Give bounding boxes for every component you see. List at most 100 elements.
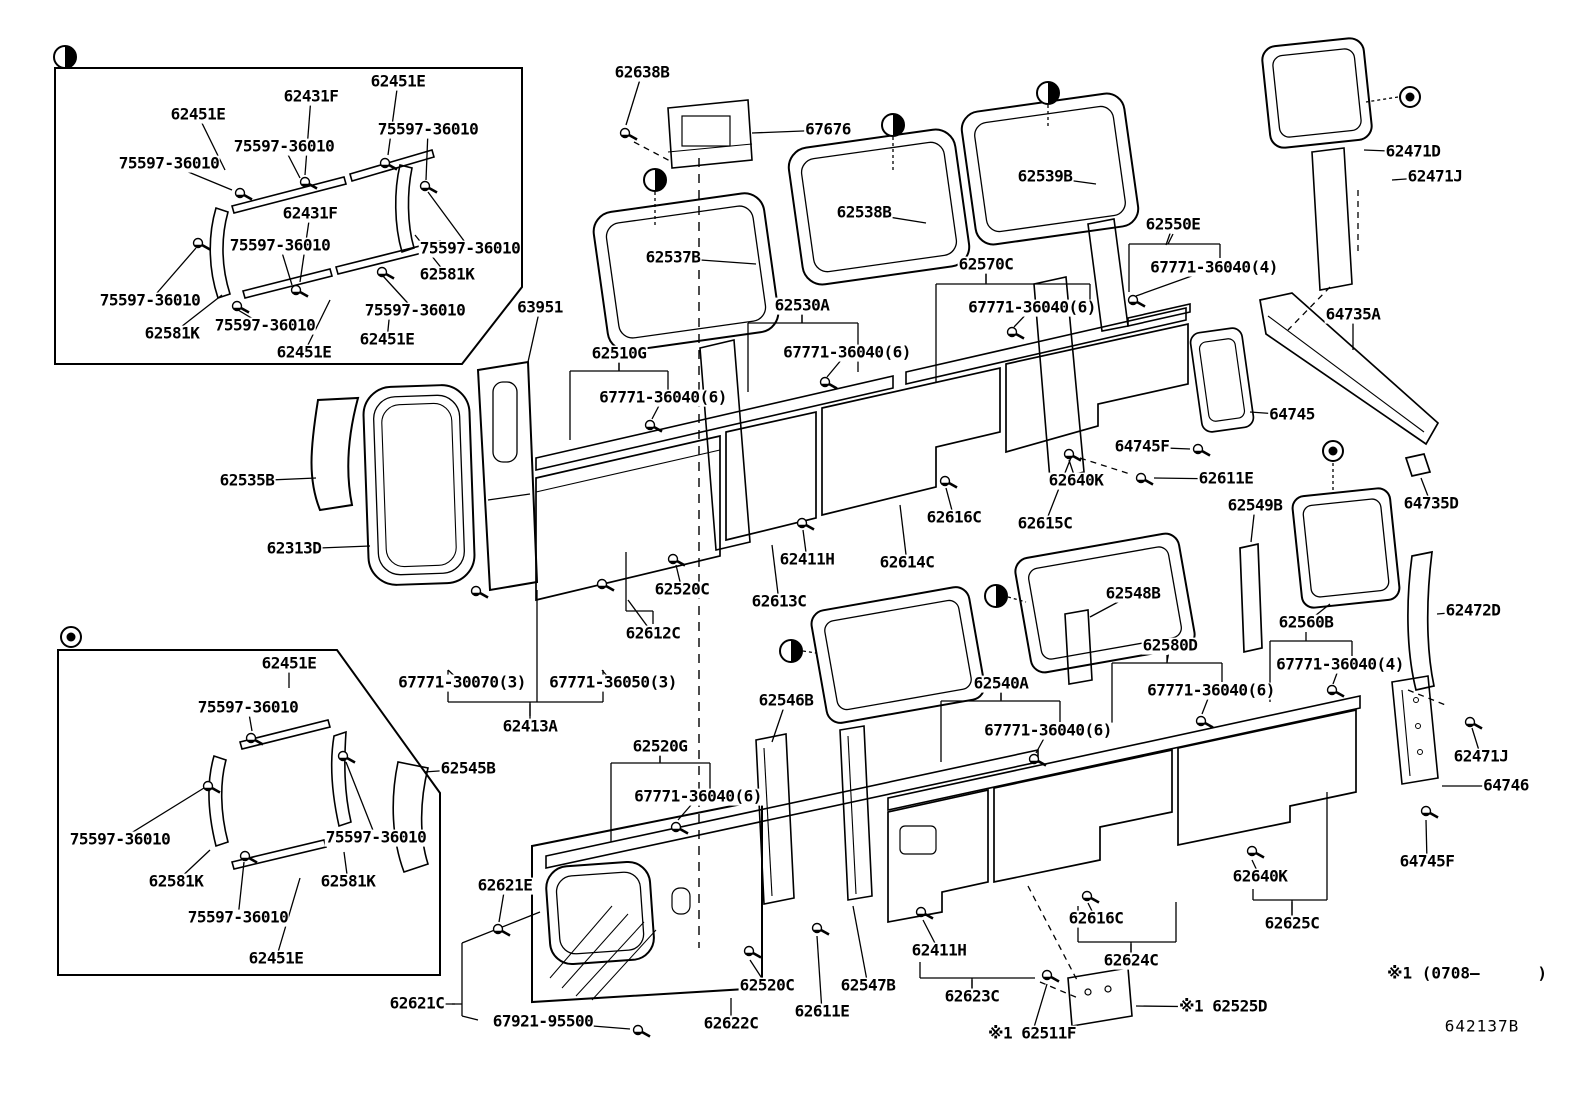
part-label: 64735D — [1402, 493, 1460, 513]
leader-line — [816, 935, 823, 1013]
part-label: 62545B — [439, 758, 497, 778]
part-label: 64745F — [1113, 436, 1171, 456]
part-label: 75597-36010 — [228, 235, 332, 255]
upper-trim-boards — [535, 322, 1189, 602]
part-label: 62471D — [1384, 141, 1442, 161]
part-label: 62472D — [1444, 600, 1502, 620]
part-label: 62638B — [613, 62, 671, 82]
part-label: 62510G — [590, 343, 648, 363]
part-label: 62411H — [778, 549, 836, 569]
leader-line — [625, 72, 643, 126]
leader-line — [149, 247, 197, 302]
part-label: 62640K — [1231, 866, 1289, 886]
part-label: 62581K — [418, 264, 476, 284]
part-label: 75597-36010 — [418, 238, 522, 258]
window-garnish-62538B — [787, 128, 971, 286]
leader-line — [304, 96, 312, 176]
part-label: 62530A — [773, 295, 831, 315]
part-label: 62520C — [738, 975, 796, 995]
part-label: 62537B — [644, 247, 702, 267]
part-label: 67771-36040(6) — [983, 720, 1113, 740]
part-label: 67921-95500 — [491, 1011, 595, 1031]
part-label: 75597-36010 — [213, 315, 317, 335]
part-label: 62411H — [910, 940, 968, 960]
door-opening-trim-62313D — [362, 384, 476, 586]
diagram-id: 642137B — [1444, 1016, 1520, 1036]
part-label: 62612C — [624, 623, 682, 643]
part-label: 62615C — [1016, 513, 1074, 533]
leader-line — [771, 544, 780, 603]
part-label: 75597-36010 — [68, 829, 172, 849]
part-label: 62451E — [275, 342, 333, 362]
part-label: 62431F — [281, 203, 339, 223]
door-trim-62622C — [531, 798, 763, 1004]
part-label: 62548B — [1104, 583, 1162, 603]
bracket-67676 — [667, 99, 753, 169]
part-label: 62624C — [1102, 950, 1160, 970]
window-garnish-62537B — [592, 192, 780, 352]
part-label: 62613C — [750, 591, 808, 611]
view-marker-stubs — [654, 96, 1399, 654]
leader-line — [119, 787, 205, 841]
part-label: 64745F — [1398, 851, 1456, 871]
part-label: 75597-36010 — [324, 827, 428, 847]
part-label: 62451E — [369, 71, 427, 91]
leader-line — [527, 307, 541, 363]
part-label: 62616C — [1067, 908, 1125, 928]
part-label: 75597-36010 — [117, 153, 221, 173]
window-garnish-62539B — [960, 92, 1140, 246]
part-label: 62560B — [1277, 612, 1335, 632]
part-label: 62550E — [1144, 214, 1202, 234]
part-label: 62413A — [501, 716, 559, 736]
lower-trim-boards — [887, 708, 1357, 924]
part-label: 62538B — [835, 202, 893, 222]
part-label: 62431F — [282, 86, 340, 106]
part-label: 62611E — [1197, 468, 1255, 488]
rear-quarter-pieces — [1067, 675, 1439, 1027]
inset-box-top-left — [54, 67, 523, 365]
window-garnish-62548B — [1014, 532, 1196, 674]
strip-62535B — [310, 396, 360, 512]
part-label: 62581K — [319, 871, 377, 891]
part-label: 62640K — [1047, 470, 1105, 490]
inset-box-bottom-left — [57, 649, 441, 976]
part-label: 67771-36040(4) — [1149, 257, 1279, 277]
part-label: 62540A — [972, 673, 1030, 693]
part-label: 67771-36040(6) — [633, 786, 763, 806]
part-label: 62520C — [653, 579, 711, 599]
dashed-leaders — [633, 141, 1449, 999]
part-label: 67771-36040(6) — [782, 342, 912, 362]
applicability-note: ※1 (0708– ) — [1386, 963, 1548, 983]
part-label: 62451E — [260, 653, 318, 673]
part-label: 62616C — [925, 507, 983, 527]
part-label: 64746 — [1482, 775, 1530, 795]
leader-line — [237, 861, 245, 919]
part-label: 75597-36010 — [232, 136, 336, 156]
part-label: 62621E — [476, 875, 534, 895]
part-label: 67771-36050(3) — [548, 672, 678, 692]
leader-line — [345, 761, 377, 839]
part-label: 62623C — [943, 986, 1001, 1006]
part-label: 62520G — [631, 736, 689, 756]
front-side-pieces — [1189, 292, 1440, 692]
part-label: 75597-36010 — [363, 300, 467, 320]
quarter-window-garnish — [810, 586, 986, 724]
part-label: 62625C — [1263, 913, 1321, 933]
part-label: 62570C — [957, 254, 1015, 274]
part-label: 62611E — [793, 1001, 851, 1021]
part-label: 64735A — [1324, 304, 1382, 324]
window-garnish-62471D — [1261, 37, 1373, 149]
part-label: 62549B — [1226, 495, 1284, 515]
leader-line — [852, 905, 869, 987]
part-label: 62535B — [218, 470, 276, 490]
part-label: 62547B — [839, 975, 897, 995]
part-label: 75597-36010 — [98, 290, 202, 310]
leader-line — [427, 191, 471, 250]
part-label: 62471J — [1406, 166, 1464, 186]
part-label: 62614C — [878, 552, 936, 572]
part-label: ※1 62511F — [986, 1023, 1078, 1043]
leader-line — [303, 299, 331, 354]
part-label: 67771-36040(6) — [967, 297, 1097, 317]
part-label: ※1 62525D — [1177, 996, 1269, 1016]
